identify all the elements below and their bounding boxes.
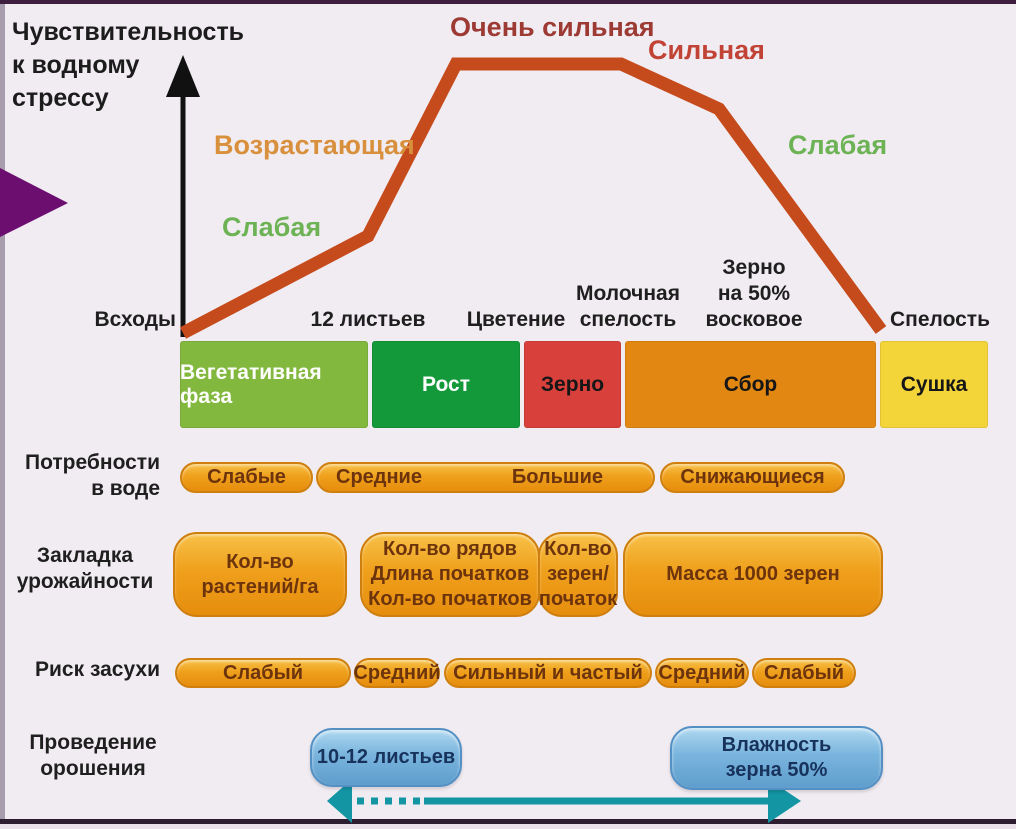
stage-milk-line1: Молочная	[576, 282, 680, 305]
row-label-irrigation: Проведение орошения	[18, 730, 168, 782]
axis-title-line1: Чувствительность	[12, 18, 245, 46]
top-border	[0, 0, 1016, 4]
drought-pill-strong-frequent: Сильный и частый	[444, 658, 652, 688]
yield-label-line2: урожайности	[16, 570, 154, 593]
stage-label-flowering: Цветение	[466, 308, 566, 331]
yield-pill2-line2: Длина початков	[370, 563, 530, 585]
irrigation-pill-10-12-leaves: 10-12 листьев	[310, 728, 462, 787]
drought-pill4-label: Средний	[658, 661, 746, 684]
phase-bar-growth-label: Рост	[422, 372, 470, 396]
drought-pill2-label: Средний	[353, 661, 441, 684]
yield-pill4-label: Масса 1000 зерен	[666, 563, 840, 585]
stage-wax-line3: восковое	[705, 308, 803, 331]
phase-bar-vegetative-label: Вегетативная фаза	[180, 360, 322, 408]
curve-label-very-strong: Очень сильная	[450, 12, 655, 42]
irrigation-label-line1: Проведение	[29, 731, 157, 754]
stage-label-emergence: Всходы	[94, 308, 176, 331]
yield-pill-grains-per-cob: Кол-во зерен/ початок	[538, 532, 618, 617]
yield-pill3-line2: зерен/	[547, 563, 609, 585]
purple-triangle-decor	[0, 168, 68, 237]
drought-pill-weak-left: Слабый	[175, 658, 351, 688]
phase-bar-grain: Зерно	[524, 341, 621, 428]
stage-label-wax-grain: Зерно на 50% восковое	[695, 255, 813, 333]
axis-title-line2: к водному	[12, 51, 140, 79]
stage-wax-line2: на 50%	[717, 282, 791, 305]
water-needs-label-line2: в воде	[91, 477, 160, 500]
water-needs-pill-weak: Слабые	[180, 462, 313, 493]
teal-left-arrowhead-icon	[327, 779, 352, 823]
phase-bar-vegetative: Вегетативная фаза	[180, 341, 368, 428]
phase-bar-growth: Рост	[372, 341, 520, 428]
yield-label-line1: Закладка	[36, 544, 134, 567]
phase-bar-drying-label: Сушка	[900, 372, 968, 396]
curve-label-strong: Сильная	[648, 35, 765, 65]
bottom-border	[0, 819, 1016, 824]
row-label-drought-risk: Риск засухи	[35, 658, 160, 681]
axis-title: Чувствительность к водному стрессу	[12, 16, 262, 115]
stage-label-milk-ripeness: Молочная спелость	[568, 281, 688, 333]
water-needs-pill-medium-label: Средние	[336, 466, 422, 488]
yield-pill1-line1: Кол-во	[226, 550, 294, 573]
drought-pill3-label: Сильный и частый	[453, 661, 643, 684]
sensitivity-curve	[179, 57, 887, 339]
water-needs-label-line1: Потребности	[25, 451, 160, 474]
yield-pill3-line1: Кол-во	[544, 538, 612, 560]
yield-pill2-line3: Кол-во початков	[368, 588, 532, 610]
yield-pill-rows-cobs: Кол-во рядов Длина початков Кол-во почат…	[360, 532, 540, 617]
curve-label-weak-left: Слабая	[222, 212, 322, 242]
irrigation-pill2-line2: зерна 50%	[725, 759, 828, 781]
stage-milk-line2: спелость	[579, 308, 677, 331]
drought-pill5-label: Слабый	[764, 661, 844, 684]
curve-label-increasing: Возрастающая	[214, 130, 415, 160]
water-needs-pill-decreasing-label: Снижающиеся	[680, 466, 825, 488]
phase-bar-grain-label: Зерно	[540, 372, 605, 396]
drought-pill1-label: Слабый	[223, 661, 303, 684]
row-label-water-needs: Потребности в воде	[18, 450, 160, 502]
stage-wax-line1: Зерно	[722, 256, 786, 279]
drought-pill-medium-left: Средний	[353, 658, 441, 688]
drought-pill-weak-right: Слабый	[752, 658, 856, 688]
phase-bar-drying: Сушка	[880, 341, 988, 428]
left-edge-strip	[0, 4, 5, 819]
irrigation-pill1-label: 10-12 листьев	[316, 746, 456, 768]
phase-bar-harvest: Сбор	[625, 341, 876, 428]
irrigation-pill-grain-moisture: Влажность зерна 50%	[670, 726, 883, 790]
yield-pill-1000-grain-mass: Масса 1000 зерен	[623, 532, 883, 617]
irrigation-label-line2: орошения	[40, 757, 146, 780]
curve-label-weak-right: Слабая	[788, 130, 888, 160]
stage-label-ripeness: Спелость	[889, 308, 991, 331]
phase-bar-harvest-label: Сбор	[723, 372, 778, 396]
bottom-edge-strip	[0, 824, 1016, 829]
drought-pill-medium-right: Средний	[655, 658, 749, 688]
yield-pill1-line2: растений/га	[201, 575, 319, 598]
yield-pill3-line3: початок	[538, 588, 618, 610]
stage-label-12-leaves: 12 листьев	[310, 308, 426, 331]
yield-pill2-line1: Кол-во рядов	[383, 538, 517, 560]
y-axis-arrowhead-icon	[166, 55, 200, 97]
yield-pill-plants-per-ha: Кол-во растений/га	[173, 532, 347, 617]
water-needs-pill-decreasing: Снижающиеся	[660, 462, 845, 493]
axis-title-line3: стрессу	[12, 84, 109, 112]
water-needs-pill-weak-label: Слабые	[207, 466, 286, 488]
teal-right-arrowhead-icon	[768, 779, 801, 823]
water-needs-pill-big-label: Большие	[511, 466, 603, 488]
irrigation-pill2-line1: Влажность	[721, 734, 832, 756]
water-needs-pill-medium-big: Средние Большие	[316, 462, 655, 493]
row-label-yield-formation: Закладка урожайности	[10, 543, 160, 595]
